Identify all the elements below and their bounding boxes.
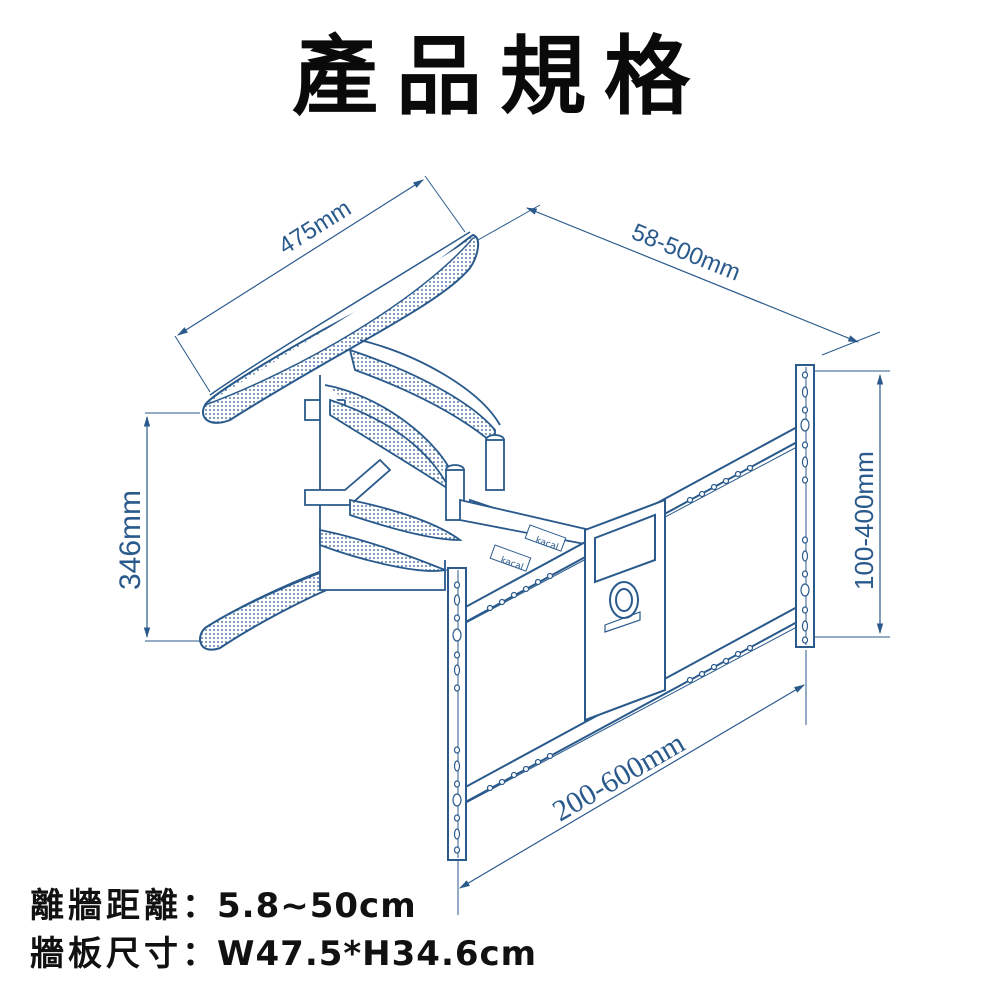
- dimension-58-500mm: [477, 204, 881, 356]
- spec-value: 5.8~50cm: [217, 886, 417, 926]
- dimension-346mm: [143, 412, 210, 642]
- spec-separator: ：: [182, 886, 217, 926]
- page-title: 產品規格: [292, 27, 708, 127]
- dimension-475mm: [174, 175, 466, 393]
- spec-wall-distance: 離牆距離：5.8~50cm: [30, 878, 417, 927]
- dimension-label-vertical: 100-400mm: [849, 451, 879, 590]
- wall-plate-top: [202, 231, 480, 424]
- articulating-arms: [304, 339, 591, 591]
- rail-holes: [452, 371, 810, 854]
- spec-separator: ：: [182, 934, 217, 974]
- dimension-100-400mm: [812, 370, 890, 638]
- spec-label: 離牆距離: [30, 886, 182, 926]
- spec-plate-size: 牆板尺寸：W47.5*H34.6cm: [30, 926, 537, 975]
- spec-value: W47.5*H34.6cm: [217, 934, 538, 974]
- dimension-label-arm: 475mm: [274, 195, 356, 260]
- spec-label: 牆板尺寸: [30, 934, 182, 974]
- dimension-label-height: 346mm: [114, 490, 147, 590]
- vesa-frame: [447, 364, 815, 861]
- dimension-label-extension: 58-500mm: [628, 219, 744, 287]
